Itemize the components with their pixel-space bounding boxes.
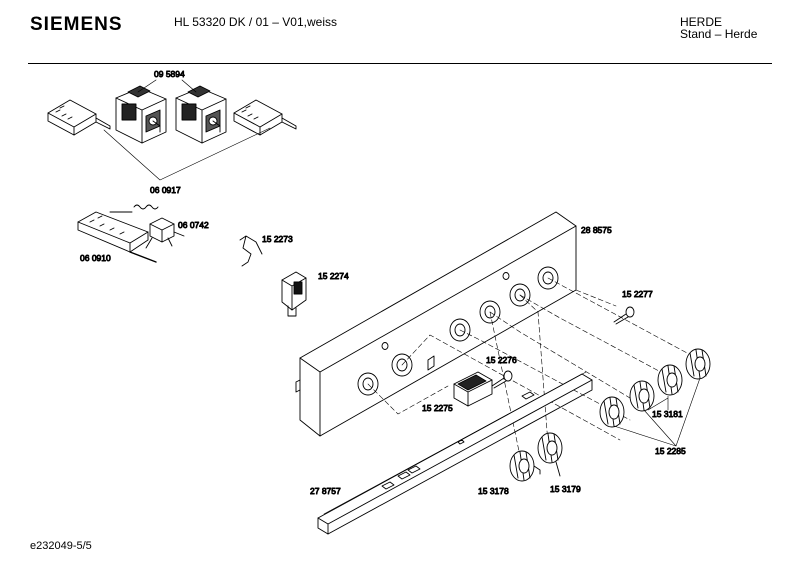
part-152275-label: 15 2275 [422, 403, 453, 413]
knob-153178 [509, 450, 541, 482]
knob-152285-c [685, 348, 711, 380]
knob-153179 [537, 432, 563, 477]
small-switch-left [47, 99, 111, 136]
part-095894-label: 09 5894 [154, 69, 185, 79]
part-152273-label: 15 2273 [262, 234, 293, 244]
part-153181-label: 15 3181 [652, 409, 683, 419]
part-152277-label: 15 2277 [622, 289, 653, 299]
energy-regulator-2 [175, 85, 227, 144]
part-278757-label: 27 8757 [310, 486, 341, 496]
document-id: e232049-5/5 [30, 540, 92, 552]
part-152276-label: 15 2276 [486, 355, 517, 365]
control-panel [295, 211, 577, 437]
switch-assembly [47, 79, 297, 181]
energy-regulator-1 [115, 85, 167, 144]
category-subtitle: Stand – Herde [680, 27, 758, 41]
part-152285-label: 15 2285 [655, 446, 686, 456]
knob-153181 [657, 364, 683, 396]
mounting-rail [317, 371, 593, 535]
part-153178-label: 15 3178 [478, 486, 509, 496]
model-number: HL 53320 DK / 01 – V01,weiss [174, 15, 337, 29]
small-switch-right [233, 99, 297, 136]
retaining-clip [239, 235, 263, 267]
header-divider [28, 63, 772, 64]
knob-152285-b [629, 380, 655, 412]
knob-152285-a [599, 396, 625, 428]
part-153179-label: 15 3179 [550, 484, 581, 494]
part-060917-label: 06 0917 [150, 185, 181, 195]
screw-152277 [613, 306, 635, 325]
rocker-switch [453, 371, 493, 407]
lamp-holder [281, 271, 307, 317]
category-title: HERDE [680, 15, 723, 29]
screw-152276 [491, 370, 513, 389]
part-060742-label: 06 0742 [178, 220, 209, 230]
brand-logo: SIEMENS [30, 14, 123, 35]
ignition-switch-assembly [77, 204, 185, 263]
part-288575-label: 28 8575 [581, 225, 612, 235]
part-152274-label: 15 2274 [318, 271, 349, 281]
part-060910-label: 06 0910 [80, 253, 111, 263]
